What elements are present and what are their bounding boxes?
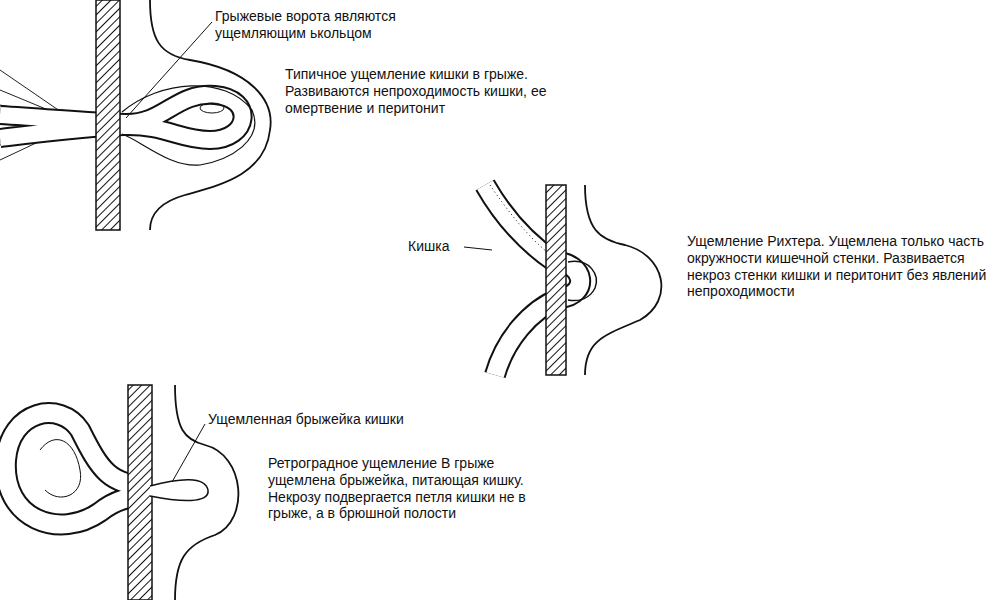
figure-caption: Типичное ущемление кишки в грыже. Развив… bbox=[285, 66, 605, 116]
part-label: Ущемленная брыжейка кишки bbox=[208, 411, 404, 428]
figure-caption: Ретроградное ущемление В грыже ущемлена … bbox=[268, 455, 558, 522]
part-label: Кишка bbox=[408, 238, 449, 255]
figure-caption: Ущемление Рихтера. Ущемлена только часть… bbox=[687, 233, 987, 300]
retrograde-strangulation bbox=[6, 385, 239, 600]
gate-label: Грыжевые ворота являются ущемляющим ькол… bbox=[215, 8, 465, 42]
richter-strangulation bbox=[464, 185, 661, 375]
